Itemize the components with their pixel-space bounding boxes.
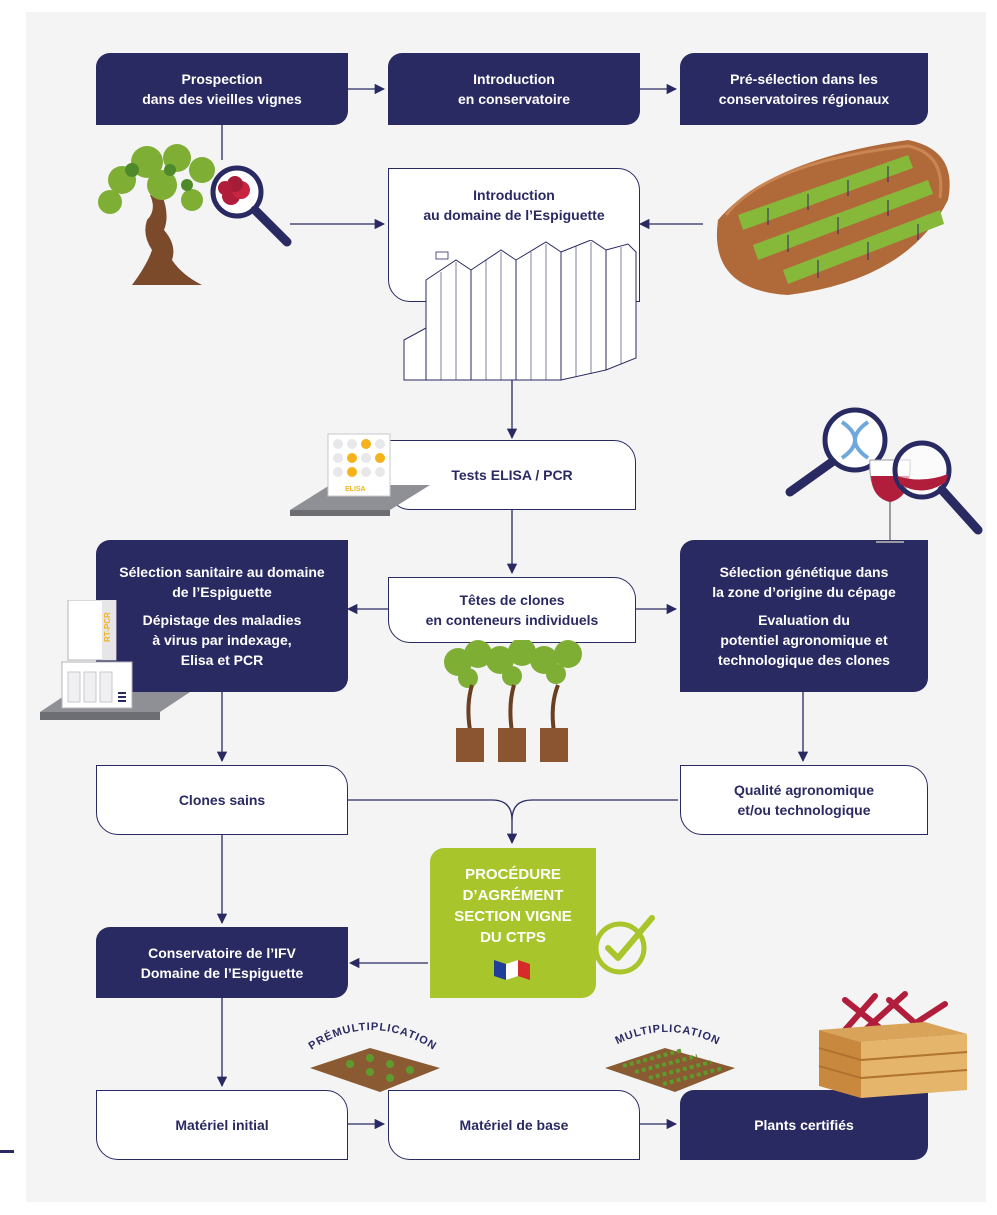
- box-tests-label: Tests ELISA / PCR: [451, 467, 573, 483]
- box-ifv-line2: Domaine de l’Espiguette: [140, 964, 304, 981]
- vineyard-rows-icon: [716, 140, 950, 295]
- multiplication-plot: MULTIPLICATION: [605, 1023, 735, 1092]
- premultiplication-plot: PRÉMULTIPLICATION: [307, 1021, 440, 1092]
- box-ifv: Conservatoire de l’IFV Domaine de l’Espi…: [96, 927, 348, 998]
- box-tetes-line2: en conteneurs individuels: [425, 612, 599, 628]
- box-genetique: Sélection génétique dans la zone d’origi…: [680, 540, 928, 692]
- box-procedure-line4: DU CTPS: [480, 929, 546, 946]
- box-depistage-line2: à virus par indexage,: [152, 632, 292, 648]
- box-evaluation-line3: technologique des clones: [718, 652, 890, 668]
- vine-stock-icon: [98, 144, 215, 285]
- pcr-machine-icon: RT-PCR: [40, 600, 190, 720]
- box-plants-label: Plants certifiés: [754, 1117, 854, 1133]
- box-tetes: Têtes de clones en conteneurs individuel…: [388, 577, 636, 643]
- elisa-plate-icon: ELISA: [290, 433, 430, 516]
- wooden-crate-icon: [818, 991, 968, 1098]
- box-conservatoire: Introduction en conservatoire: [388, 53, 640, 125]
- box-evaluation-line2: potentiel agronomique et: [720, 632, 888, 648]
- pcr-machine-label: RT-PCR: [103, 612, 112, 642]
- box-procedure-line3: SECTION VIGNE: [454, 908, 572, 925]
- box-materiel-base-label: Matériel de base: [459, 1117, 569, 1133]
- soil-plot-icon-2: [605, 1048, 735, 1092]
- left-edge-mark: [0, 1150, 14, 1153]
- box-depistage-line1: Dépistage des maladies: [142, 612, 302, 628]
- french-flag-icon: [494, 960, 530, 980]
- box-qualite-line2: et/ou technologique: [737, 802, 871, 818]
- box-conservatoire-line2: en conservatoire: [457, 91, 571, 107]
- soil-plot-icon: [310, 1048, 440, 1092]
- magnifier-icon: [210, 165, 292, 247]
- box-clones-sains: Clones sains: [96, 765, 348, 835]
- box-genetique-line1: Sélection génétique dans: [719, 564, 889, 580]
- box-procedure-line1: PROCÉDURE: [465, 866, 561, 883]
- check-icon: [593, 915, 655, 975]
- multiplication-label: MULTIPLICATION: [613, 1023, 722, 1048]
- box-qualite: Qualité agronomique et/ou technologique: [680, 765, 928, 835]
- elisa-plate-label: ELISA: [345, 486, 366, 493]
- greenhouse-icon: [403, 240, 637, 381]
- box-ifv-line1: Conservatoire de l’IFV: [148, 944, 296, 961]
- box-preselection: Pré-sélection dans les conservatoires ré…: [680, 53, 928, 125]
- box-materiel-base: Matériel de base: [388, 1090, 640, 1160]
- box-procedure-line2: D’AGRÉMENT: [462, 887, 564, 904]
- line-qualite-procedure: [511, 799, 678, 821]
- box-genetique-line2: la zone d’origine du cépage: [712, 584, 896, 600]
- arrow-clones-procedure: [348, 799, 518, 845]
- box-clones-sains-label: Clones sains: [178, 792, 266, 808]
- box-evaluation-line1: Evaluation du: [758, 612, 850, 628]
- box-sanitaire-line2: de l’Espiguette: [172, 584, 272, 600]
- box-prospection-line1: Prospection: [181, 71, 263, 87]
- box-materiel-initial: Matériel initial: [96, 1090, 348, 1160]
- box-prospection: Prospection dans des vieilles vignes: [96, 53, 348, 125]
- box-espiguette-line1: Introduction: [473, 187, 555, 203]
- box-materiel-initial-label: Matériel initial: [175, 1117, 269, 1133]
- potted-vines-icon: [444, 640, 582, 762]
- box-sanitaire: Sélection sanitaire au domaine de l’Espi…: [96, 540, 348, 692]
- box-plants: Plants certifiés: [680, 1090, 928, 1160]
- premultiplication-label: PRÉMULTIPLICATION: [307, 1021, 439, 1053]
- dna-magnifier-icon: [785, 407, 888, 497]
- box-tests: Tests ELISA / PCR: [388, 440, 636, 510]
- wine-glass-icon: [869, 440, 983, 543]
- box-prospection-line2: dans des vieilles vignes: [142, 91, 302, 107]
- box-tetes-line1: Têtes de clones: [459, 592, 565, 608]
- box-depistage-line3: Elisa et PCR: [180, 652, 264, 668]
- box-qualite-line1: Qualité agronomique: [733, 782, 874, 798]
- box-espiguette-line2: au domaine de l’Espiguette: [423, 207, 605, 223]
- box-conservatoire-line1: Introduction: [473, 71, 555, 87]
- box-sanitaire-line1: Sélection sanitaire au domaine: [119, 564, 325, 580]
- box-preselection-line2: conservatoires régionaux: [718, 91, 890, 107]
- box-procedure: PROCÉDURE D’AGRÉMENT SECTION VIGNE DU CT…: [430, 848, 596, 998]
- box-preselection-line1: Pré-sélection dans les: [730, 71, 878, 87]
